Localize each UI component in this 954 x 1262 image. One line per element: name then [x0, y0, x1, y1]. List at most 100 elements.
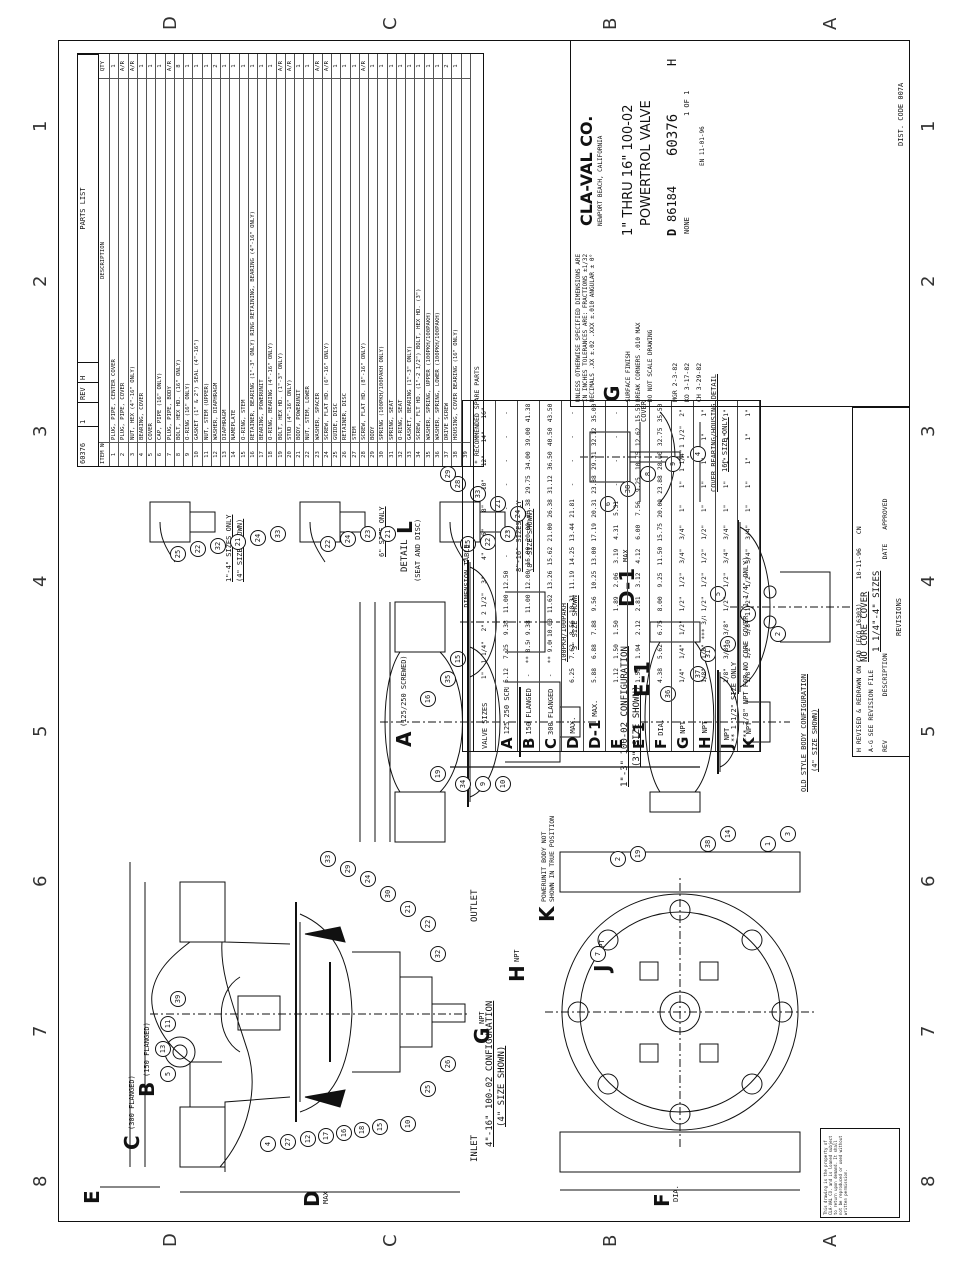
main-config-caption: 4"-16" 100-02 CONFIGURATION	[485, 1000, 495, 1147]
dim-cell: 10.00	[547, 618, 554, 638]
dim-cell: -	[503, 411, 510, 415]
dim-cell: 3.19	[613, 548, 620, 564]
balloon-item-12: 12	[300, 1131, 316, 1147]
dim-cell: 20.00	[525, 522, 532, 542]
dim-row-letter: A	[497, 737, 516, 749]
dim-row-letter: F	[651, 738, 670, 749]
balloon-item-4: 4	[260, 1136, 276, 1152]
dim-cell: 2.06	[613, 572, 620, 588]
parts-item-qty: 1	[416, 64, 423, 68]
dim-cell: 10.31	[569, 594, 576, 614]
balloon-item-32: 32	[430, 946, 446, 962]
balloon-item-24: 24	[360, 871, 376, 887]
dim-col-size: 2"	[481, 623, 488, 632]
dim-cell: 40.50	[547, 427, 554, 447]
parts-item-no: 23	[313, 442, 322, 466]
dim-col-valve-sizes: VALVE SIZES	[480, 702, 489, 749]
dim-cell: 1/2"	[679, 572, 686, 588]
parts-item-desc: PLUG, PIPE, COVER	[119, 78, 128, 442]
dim-row-type: 150 FLANGED	[524, 688, 533, 735]
dim-cell: 2.12	[635, 620, 642, 636]
dim-cell: 20.31	[591, 499, 598, 518]
rev-h-appr: CN	[855, 526, 863, 535]
parts-item-no: 32	[396, 442, 405, 466]
parts-item-desc: SCREW, FLT HD. (1"-2 1/2") BOLT, HEX HD.…	[415, 78, 424, 442]
dim-cell: 29.31	[591, 451, 598, 471]
balloon-item-39: 39	[170, 991, 186, 1007]
dim-row-letter: E-1	[629, 722, 648, 749]
balloon-item-33: 33	[270, 526, 286, 542]
balloon-item-29: 29	[440, 466, 456, 482]
dim-cell: 9.38	[525, 620, 532, 636]
parts-item-no: 20	[285, 442, 294, 466]
parts-item-desc: GASKET (1" & 2") SEAL (4"-16")	[193, 78, 202, 442]
dim-cell: 9.56	[591, 596, 598, 612]
parts-item-desc: NUT, STEM, LOWER	[304, 78, 313, 442]
dim-row-letter: B	[519, 737, 538, 749]
parts-item-qty: 1	[138, 64, 145, 68]
balloon-item-29: 29	[340, 861, 356, 877]
dim-cell: -	[569, 482, 576, 487]
k-powerunit-note: POWERUNIT BODY NOT SHOWN IN TRUE POSITIO…	[540, 815, 556, 902]
break-corners-note: BREAK CORNERS .010 MAX	[635, 322, 642, 402]
dim-cell: 1.89	[613, 596, 620, 612]
dim-cell: 39.00	[525, 427, 532, 447]
balloon-item-16: 16	[336, 1125, 352, 1141]
dim-cell: 23.38	[591, 475, 598, 494]
parts-col-item: ITEM NO.	[99, 442, 109, 466]
dim-cell: 1"	[723, 504, 730, 513]
parts-item-qty: 1	[240, 64, 247, 68]
dim-cell: 1.94	[635, 644, 642, 660]
dim-col-size: 16"	[481, 407, 488, 419]
dim-cell: 8.00	[657, 596, 664, 612]
pkh-view	[460, 560, 560, 684]
dim-cell: 6.75	[657, 620, 664, 636]
parts-item-desc: STUD (4"-16" ONLY)	[285, 78, 294, 442]
size-code: D	[665, 228, 679, 236]
parts-item-no: 16	[248, 442, 257, 466]
dim-cell: 11.00	[503, 594, 510, 614]
parts-item-desc	[461, 78, 470, 442]
dim-cell: 14.25	[569, 546, 576, 566]
parts-rev: H	[78, 362, 98, 382]
dim-j-letter: J	[590, 964, 614, 972]
rev-col-desc: DESCRIPTION	[881, 653, 889, 697]
dim-cell: 9.38	[503, 620, 510, 636]
balloon-item-24: 24	[340, 531, 356, 547]
dim-cell: -	[503, 482, 510, 487]
dim-cell: 26.38	[547, 499, 554, 518]
parts-item-qty: 1	[425, 64, 432, 68]
dim-cell: *** 3/8"	[701, 615, 708, 640]
parts-item-desc: RETAINER, BEARING (1"-3" ONLY) RING RETA…	[248, 78, 257, 442]
dim-row-type: 300 FLANGED	[546, 688, 555, 735]
parts-item-qty: 1	[268, 64, 275, 68]
parts-item-no: 36	[433, 442, 442, 466]
dim-cell: 1/8"	[701, 644, 708, 660]
dim-f-letter: F	[650, 1193, 674, 1207]
parts-item-no: 21	[295, 442, 304, 466]
drawing-title-line1: 1" THRU 16" 100-02	[621, 104, 636, 236]
parts-item-desc: BEARING, COVER	[137, 78, 146, 442]
dim-c-letter: C	[120, 1135, 144, 1150]
parts-item-desc: CAP, PIPE (16" ONLY)	[156, 78, 165, 442]
parts-item-qty: A/R	[129, 60, 136, 72]
parts-item-qty: A/R	[277, 60, 284, 72]
dim-cell: 1/2"	[701, 572, 708, 588]
dim-cell: 1/2"	[679, 620, 686, 636]
parts-item-desc: PLUG, PIPE, CENTER COVER	[110, 78, 119, 442]
parts-item-qty: A/R	[120, 60, 127, 72]
